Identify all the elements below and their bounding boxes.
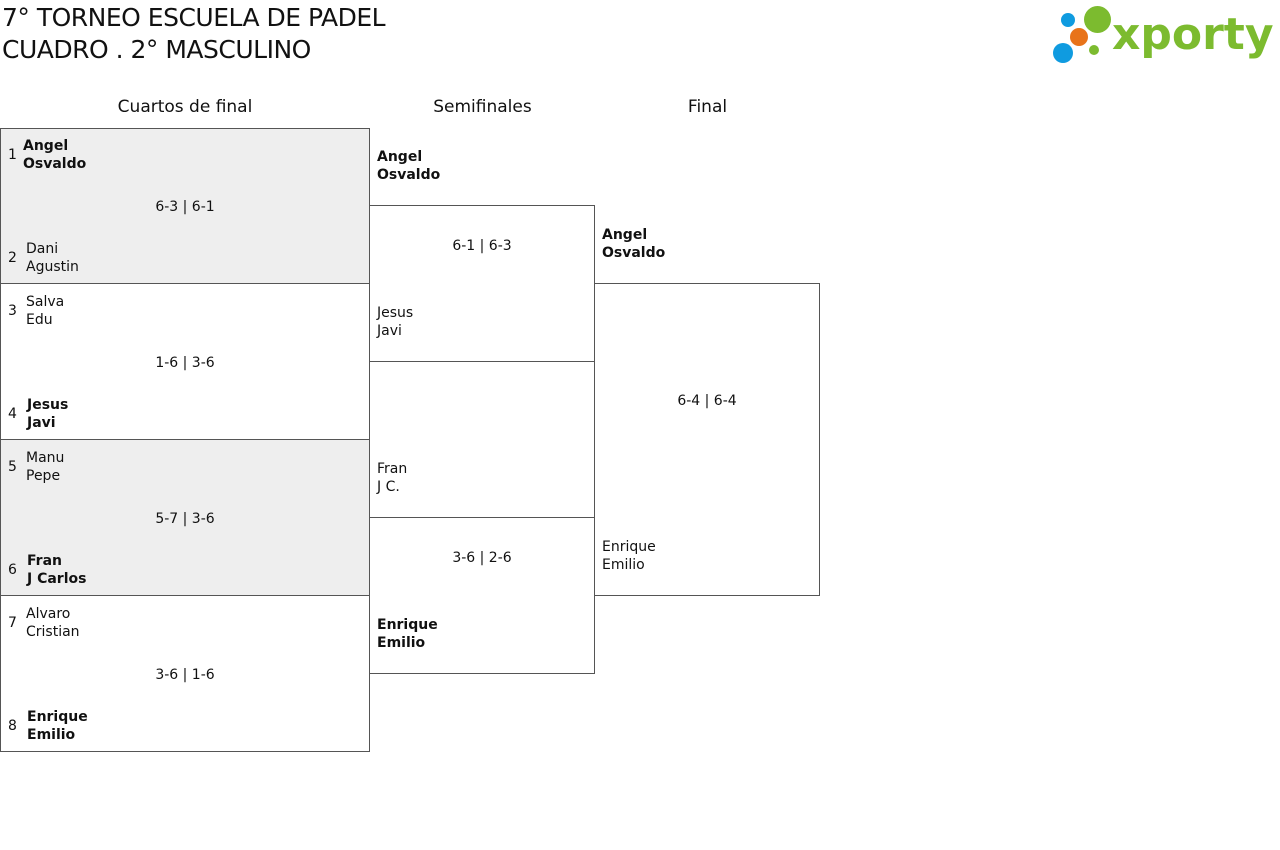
semifinal-2-top-team: Fran J C. — [377, 460, 407, 496]
player-name: Jesus — [377, 305, 414, 321]
semifinal-match-2: 3-6 | 2-6 Enrique Emilio — [369, 517, 595, 674]
match-score: 6-4 | 6-4 — [677, 393, 737, 409]
player-name: Cristian — [26, 624, 80, 640]
match-score: 6-1 | 6-3 — [452, 238, 512, 254]
round-header-final: Final — [687, 97, 728, 117]
player-name: Emilio — [602, 557, 645, 573]
logo-orange-dot — [1070, 28, 1088, 46]
player-name: Angel — [377, 149, 423, 165]
player-name: Manu — [26, 450, 65, 466]
seed-number: 2 — [8, 250, 17, 266]
tournament-title: 7° TORNEO ESCUELA DE PADEL — [2, 3, 386, 32]
xporty-logo: xporty — [1050, 2, 1278, 68]
logo-wordmark: xporty — [1112, 9, 1274, 60]
semifinal-match-1: 6-1 | 6-3 Jesus Javi — [369, 205, 595, 362]
team-entry: Enrique Emilio — [377, 616, 438, 652]
player-name: Enrique — [377, 617, 438, 633]
quarterfinal-match-1: 1 Angel Osvaldo 6-3 | 6-1 2 Dani Agustin — [0, 128, 370, 284]
match-score: 3-6 | 2-6 — [452, 550, 512, 566]
quarterfinal-match-2: 3 Salva Edu 1-6 | 3-6 4 Jesus Javi — [0, 283, 370, 440]
player-name: Salva — [26, 294, 65, 310]
team-entry: Manu Pepe — [26, 449, 64, 485]
logo-blue-dot-small — [1061, 13, 1075, 27]
player-name: Enrique — [27, 709, 88, 725]
seed-number: 6 — [8, 562, 17, 578]
seed-number: 1 — [8, 147, 17, 163]
player-name: J C. — [377, 479, 400, 495]
seed-number: 7 — [8, 615, 17, 631]
bracket-subtitle: CUADRO . 2° MASCULINO — [2, 35, 311, 64]
player-name: Alvaro — [26, 606, 71, 622]
seed-number: 5 — [8, 459, 17, 475]
player-name: J Carlos — [27, 571, 87, 587]
quarterfinal-match-3: 5 Manu Pepe 5-7 | 3-6 6 Fran J Carlos — [0, 439, 370, 596]
team-entry: Jesus Javi — [377, 304, 413, 340]
match-score: 6-3 | 6-1 — [155, 199, 215, 215]
team-entry: Dani Agustin — [26, 240, 79, 276]
player-name: Osvaldo — [377, 167, 441, 183]
player-name: Angel — [23, 138, 69, 154]
seed-number: 8 — [8, 718, 17, 734]
round-header-quarterfinals: Cuartos de final — [117, 97, 253, 117]
team-entry: Fran J Carlos — [27, 552, 86, 588]
seed-number: 4 — [8, 406, 17, 422]
round-header-semifinals: Semifinales — [433, 97, 532, 117]
player-name: Javi — [377, 323, 402, 339]
player-name: Osvaldo — [602, 245, 666, 261]
team-entry: Salva Edu — [26, 293, 64, 329]
match-score: 5-7 | 3-6 — [155, 511, 215, 527]
team-entry: Enrique Emilio — [27, 708, 88, 744]
player-name: Agustin — [26, 259, 79, 275]
player-name: Jesus — [27, 397, 69, 413]
team-entry: Jesus Javi — [27, 396, 68, 432]
player-name: Enrique — [602, 539, 656, 555]
quarterfinal-match-4: 7 Alvaro Cristian 3-6 | 1-6 8 Enrique Em… — [0, 595, 370, 752]
player-name: Emilio — [377, 635, 426, 651]
player-name: Javi — [27, 415, 56, 431]
team-entry: Enrique Emilio — [602, 538, 656, 574]
final-top-team: Angel Osvaldo — [602, 226, 665, 262]
final-match: 6-4 | 6-4 Enrique Emilio — [594, 283, 820, 596]
player-name: Pepe — [26, 468, 61, 484]
logo-blue-dot — [1053, 43, 1073, 63]
player-name: Emilio — [27, 727, 76, 743]
team-entry: Alvaro Cristian — [26, 605, 80, 641]
team-entry: Angel Osvaldo — [23, 137, 86, 173]
player-name: Osvaldo — [23, 156, 87, 172]
seed-number: 3 — [8, 303, 17, 319]
logo-green-dot — [1084, 6, 1111, 33]
player-name: Fran — [377, 461, 408, 477]
match-score: 1-6 | 3-6 — [155, 355, 215, 371]
player-name: Angel — [602, 227, 648, 243]
player-name: Fran — [27, 553, 62, 569]
match-score: 3-6 | 1-6 — [155, 667, 215, 683]
player-name: Edu — [26, 312, 53, 328]
player-name: Dani — [26, 241, 59, 257]
semifinal-1-top-team: Angel Osvaldo — [377, 148, 440, 184]
logo-green-dot-small — [1089, 45, 1099, 55]
